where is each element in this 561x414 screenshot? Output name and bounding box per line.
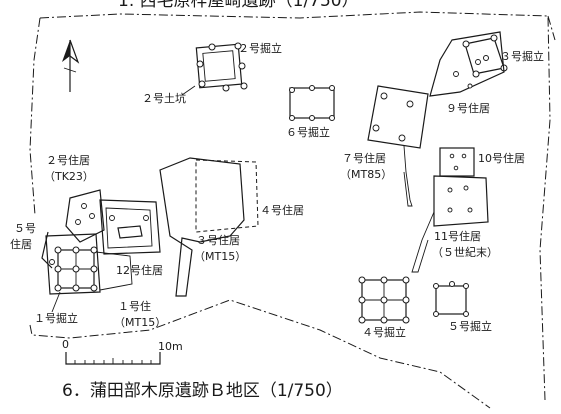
site-boundary bbox=[29, 11, 556, 409]
label-house-7-line1: ７号住居 bbox=[342, 151, 386, 165]
house-7-structure bbox=[367, 85, 429, 207]
house-2-structure bbox=[65, 189, 105, 243]
house-9-structure bbox=[429, 31, 505, 97]
scale-zero: 0 bbox=[62, 338, 69, 351]
label-house-7-line2: （MT85） bbox=[340, 168, 392, 181]
label-pit-6: ６号掘立 bbox=[286, 125, 330, 139]
label-pit-5: ５号掘立 bbox=[448, 319, 492, 333]
label-house-11-line2: （５世紀末） bbox=[432, 245, 498, 259]
scale-bar: 0 10m bbox=[62, 338, 183, 365]
label-house-5-line2: 住居 bbox=[10, 237, 32, 251]
scale-ten: 10m bbox=[158, 340, 183, 353]
header-partial: 1. 西宅原梓屋崎遺跡（1/750） bbox=[118, 0, 359, 11]
label-house-12: 12号住居 bbox=[116, 263, 163, 277]
pit-5-structure bbox=[433, 281, 469, 317]
house-3-structure bbox=[159, 157, 245, 297]
house-12-structure bbox=[99, 199, 161, 255]
label-pit-1: １号掘立 bbox=[34, 311, 78, 325]
house-1-structure bbox=[45, 233, 133, 295]
pit-6-structure bbox=[289, 85, 335, 121]
label-house-11-line1: 11号住居 bbox=[434, 229, 481, 243]
label-house-10: 10号住居 bbox=[478, 151, 525, 165]
label-house-3-line1: ３号住居 bbox=[196, 233, 240, 247]
label-pit-3: ３号掘立 bbox=[500, 49, 544, 63]
figure-caption: 6．蒲田部木原遺跡Ｂ地区（1/750） bbox=[62, 381, 343, 401]
label-house-2-line1: ２号住居 bbox=[46, 153, 90, 167]
label-house-3-line2: （MT15） bbox=[194, 250, 246, 263]
label-pit-4: ４号掘立 bbox=[362, 325, 406, 339]
label-pit-2: ２号掘立 bbox=[238, 41, 282, 55]
label-house-1-line2: （MT15） bbox=[114, 316, 166, 329]
house-4-structure bbox=[195, 159, 259, 233]
pit-1-structure bbox=[51, 246, 98, 313]
label-house-2-line2: （TK23） bbox=[44, 170, 94, 183]
north-arrow-icon bbox=[62, 39, 80, 92]
label-house-1-line1: １号住 bbox=[118, 299, 151, 313]
pit-4-structure bbox=[358, 276, 410, 324]
house-5-structure bbox=[41, 231, 55, 269]
label-house-4: ４号住居 bbox=[260, 203, 304, 217]
pit-2-structure bbox=[181, 42, 248, 96]
label-house-9: ９号住居 bbox=[446, 101, 490, 115]
label-house-5-line1: ５号 bbox=[14, 222, 36, 235]
house-11-structure bbox=[411, 175, 489, 273]
label-dohkou-2: ２号土坑 bbox=[142, 91, 186, 105]
house-10-structure bbox=[439, 147, 475, 177]
